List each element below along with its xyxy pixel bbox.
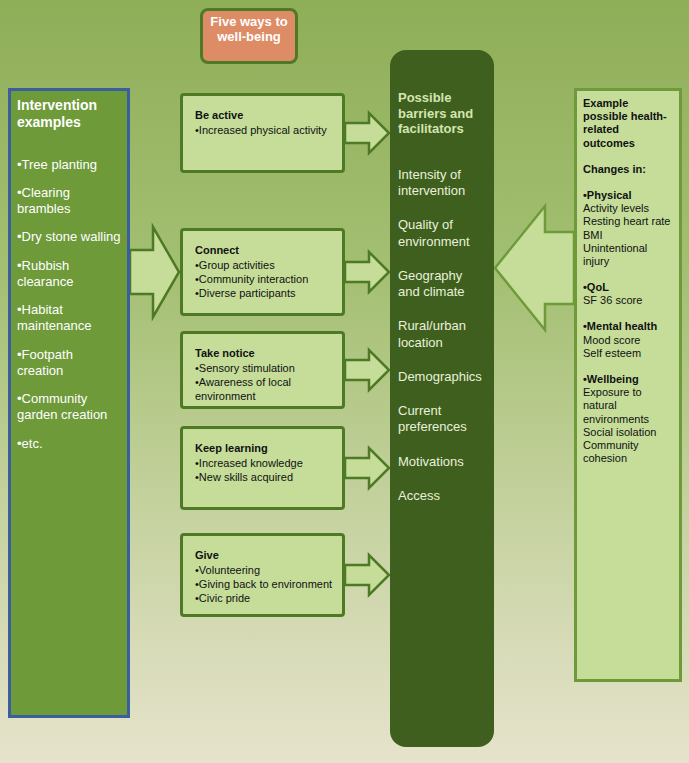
node-heading: Intervention examples <box>17 97 121 131</box>
node-heading: Connect <box>195 243 334 257</box>
node-text: •Diverse participants <box>195 287 334 301</box>
block-arrow <box>130 227 179 317</box>
node-text: Mood score <box>583 334 673 347</box>
node-text: •Awareness of local environment <box>195 376 334 404</box>
block-arrow <box>345 555 389 595</box>
node-text: •Giving back to environment <box>195 578 334 592</box>
node-text: Exposure to natural environments <box>583 386 673 426</box>
node-text: Unintentional injury <box>583 242 673 268</box>
node-heading: Keep learning <box>195 441 334 455</box>
node-text: Access <box>398 488 486 504</box>
node-text: •Increased knowledge <box>195 457 334 471</box>
node-text: Social isolation <box>583 426 673 439</box>
node-text: SF 36 score <box>583 294 673 307</box>
node-heading: Be active <box>195 108 334 122</box>
node-text: Community cohesion <box>583 439 673 465</box>
node-text: •Community garden creation <box>17 391 121 424</box>
node-text: •Wellbeing <box>583 373 673 386</box>
block-arrow <box>345 350 389 390</box>
node-text: Activity levels <box>583 202 673 215</box>
node-text: Self esteem <box>583 347 673 360</box>
node-text: •Civic pride <box>195 592 334 606</box>
node-heading: Give <box>195 548 334 562</box>
node-text: •Group activities <box>195 259 334 273</box>
block-arrow <box>345 252 389 292</box>
block-arrow <box>345 448 389 488</box>
node-heading: Take notice <box>195 346 334 360</box>
node-text: Rural/urban location <box>398 318 486 351</box>
node-text: •Volunteering <box>195 564 334 578</box>
block-arrow <box>495 206 574 330</box>
node-text: •Footpath creation <box>17 347 121 380</box>
node-text: •Sensory stimulation <box>195 362 334 376</box>
node-text: •New skills acquired <box>195 471 334 485</box>
block-arrow <box>345 113 389 153</box>
node-text: •etc. <box>17 436 121 452</box>
node-text: •Tree planting <box>17 157 121 173</box>
node-text: Demographics <box>398 369 486 385</box>
way-box: Connect •Group activities•Community inter… <box>180 228 345 316</box>
node-text: Intensity of intervention <box>398 167 486 200</box>
node-text: •Clearing brambles <box>17 185 121 218</box>
node-text: •Dry stone walling <box>17 229 121 245</box>
node-text: Resting heart rate <box>583 215 673 228</box>
node-text: Geography and climate <box>398 268 486 301</box>
node-text: Motivations <box>398 454 486 470</box>
way-box: Be active •Increased physical activity <box>180 93 345 173</box>
way-box: Keep learning •Increased knowledge•New sk… <box>180 426 345 510</box>
node-text: •QoL <box>583 281 673 294</box>
node-text: •Community interaction <box>195 273 334 287</box>
way-box: Take notice •Sensory stimulation•Awarenes… <box>180 331 345 409</box>
node-heading: Five ways to well-being <box>207 15 291 45</box>
intervention-box: Intervention examples •Tree planting •Clea… <box>8 88 130 718</box>
node-text: Quality of environment <box>398 217 486 250</box>
node-heading: Possible barriers and facilitators <box>398 90 486 137</box>
outcomes-box: Example possible health-related outcomes… <box>574 88 682 682</box>
node-text: BMI <box>583 229 673 242</box>
title-box: Five ways to well-being <box>200 8 298 64</box>
node-text: Current preferences <box>398 403 486 436</box>
node-heading: Example possible health-related outcomes <box>583 97 673 150</box>
node-text: Changes in: <box>583 163 673 176</box>
node-text: •Physical <box>583 189 673 202</box>
way-box: Give •Volunteering•Giving back to environ… <box>180 533 345 617</box>
node-text: •Increased physical activity <box>195 124 334 138</box>
node-text: •Mental health <box>583 320 673 333</box>
barriers-box: Possible barriers and facilitatorsIntens… <box>390 50 494 747</box>
node-text: •Habitat maintenance <box>17 302 121 335</box>
node-text: •Rubbish clearance <box>17 258 121 291</box>
